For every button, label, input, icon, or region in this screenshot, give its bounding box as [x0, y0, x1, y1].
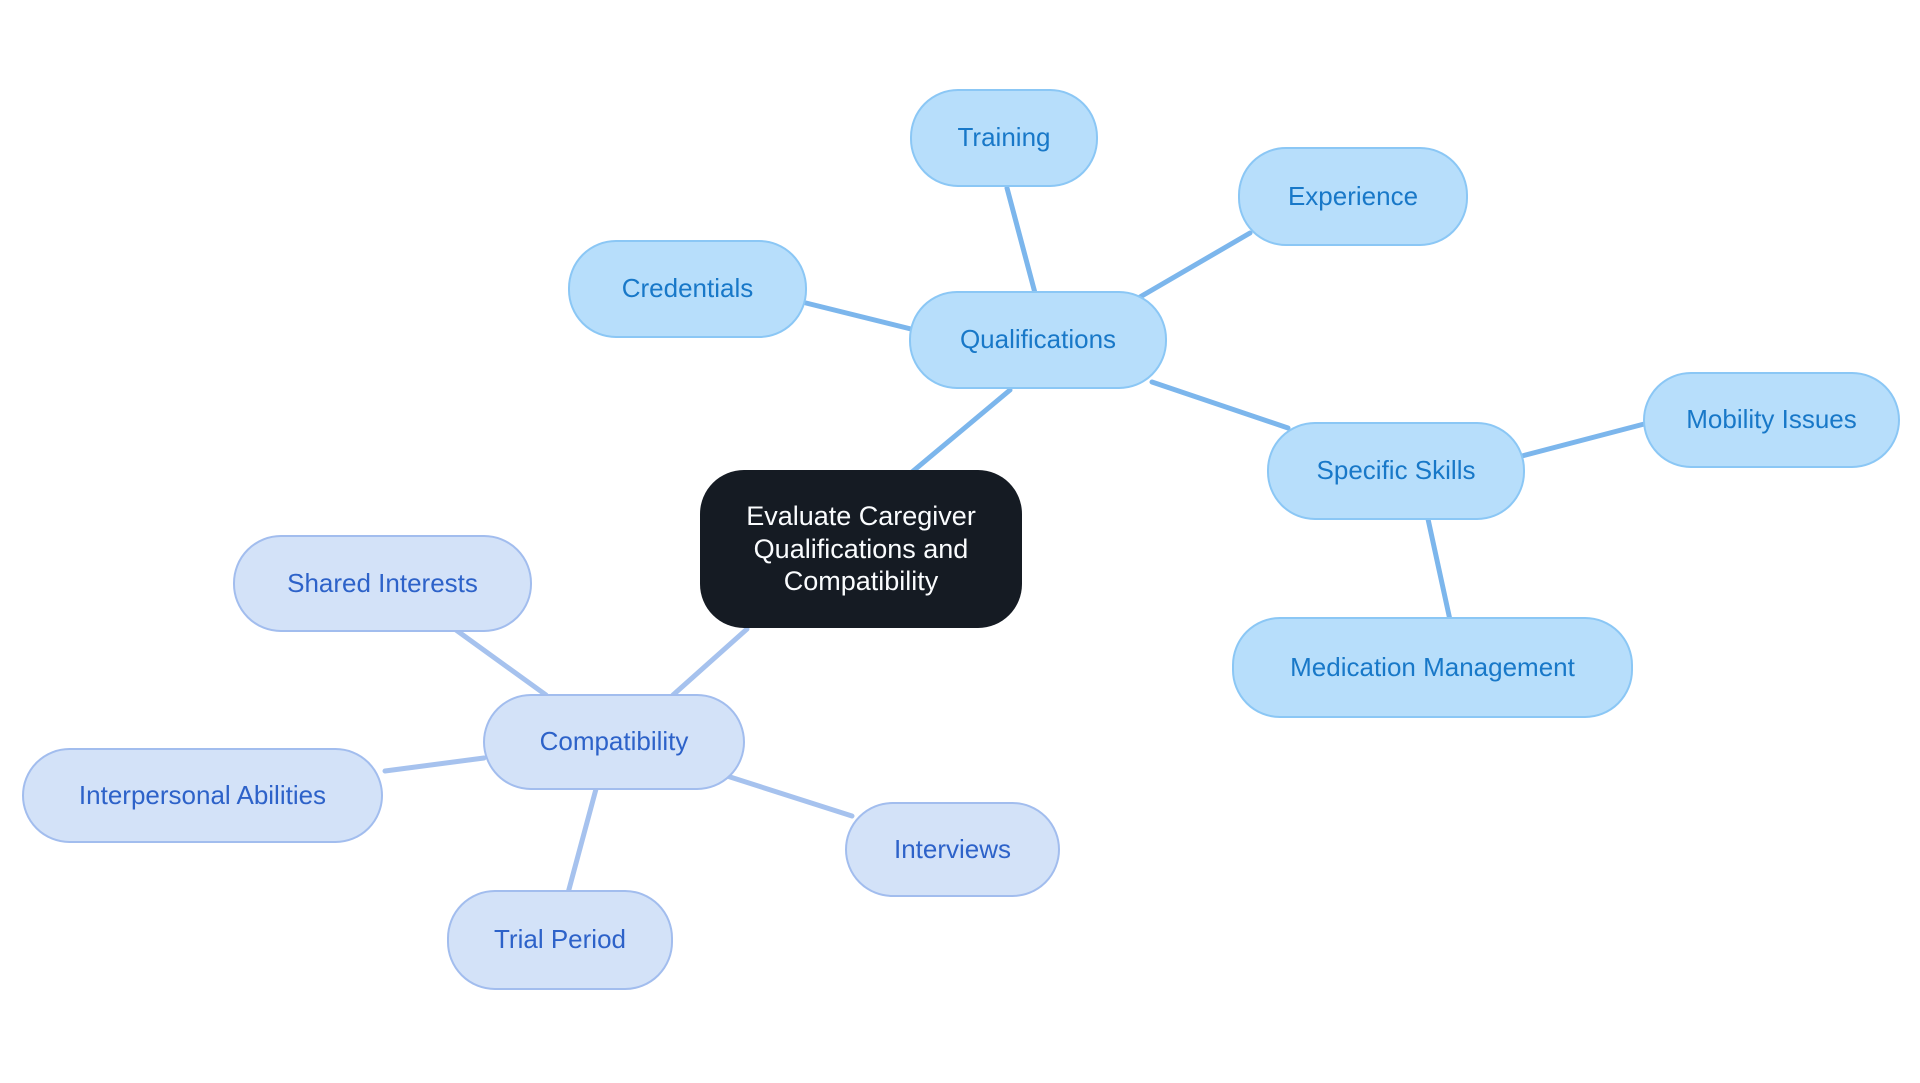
node-mobility-issues-label: Mobility Issues	[1686, 404, 1857, 435]
node-compatibility[interactable]: Compatibility	[483, 694, 745, 790]
node-medication-management-label: Medication Management	[1290, 651, 1575, 682]
node-trial-period[interactable]: Trial Period	[447, 890, 673, 990]
node-root-label: Evaluate Caregiver Qualifications and Co…	[746, 501, 976, 597]
node-root[interactable]: Evaluate Caregiver Qualifications and Co…	[700, 470, 1022, 628]
node-credentials[interactable]: Credentials	[568, 240, 807, 338]
node-interpersonal-abilities[interactable]: Interpersonal Abilities	[22, 748, 383, 843]
node-specific-skills-label: Specific Skills	[1316, 455, 1476, 486]
node-experience-label: Experience	[1287, 180, 1419, 211]
edge-compatibility-interpersonal	[382, 755, 487, 774]
edge-compatibility-trial-period	[565, 786, 599, 896]
edge-root-qualifications	[909, 387, 1013, 475]
node-credentials-label: Credentials	[621, 273, 754, 304]
node-compatibility-label: Compatibility	[539, 726, 689, 757]
edge-qualifications-experience	[1137, 230, 1253, 300]
node-qualifications[interactable]: Qualifications	[909, 291, 1167, 389]
edge-compatibility-shared-interests	[453, 627, 549, 698]
edge-specific-skills-medication	[1425, 516, 1453, 623]
edge-root-compatibility	[670, 626, 750, 698]
edge-qualifications-training	[1004, 185, 1038, 296]
node-shared-interests[interactable]: Shared Interests	[233, 535, 532, 632]
edge-qualifications-specific-skills	[1149, 379, 1291, 431]
node-qualifications-label: Qualifications	[959, 324, 1117, 355]
node-training[interactable]: Training	[910, 89, 1098, 187]
edge-qualifications-credentials	[803, 300, 918, 333]
node-interpersonal-abilities-label: Interpersonal Abilities	[78, 779, 327, 810]
node-medication-management[interactable]: Medication Management	[1232, 617, 1633, 718]
node-interviews[interactable]: Interviews	[845, 802, 1060, 897]
node-specific-skills[interactable]: Specific Skills	[1267, 422, 1525, 520]
edge-compatibility-interviews	[724, 773, 855, 819]
node-experience[interactable]: Experience	[1238, 147, 1468, 246]
node-trial-period-label: Trial Period	[494, 924, 626, 955]
node-interviews-label: Interviews	[893, 833, 1012, 864]
node-mobility-issues[interactable]: Mobility Issues	[1643, 372, 1900, 468]
node-training-label: Training	[957, 122, 1051, 153]
node-shared-interests-label: Shared Interests	[287, 567, 478, 598]
edge-specific-skills-mobility-issues	[1519, 420, 1651, 459]
